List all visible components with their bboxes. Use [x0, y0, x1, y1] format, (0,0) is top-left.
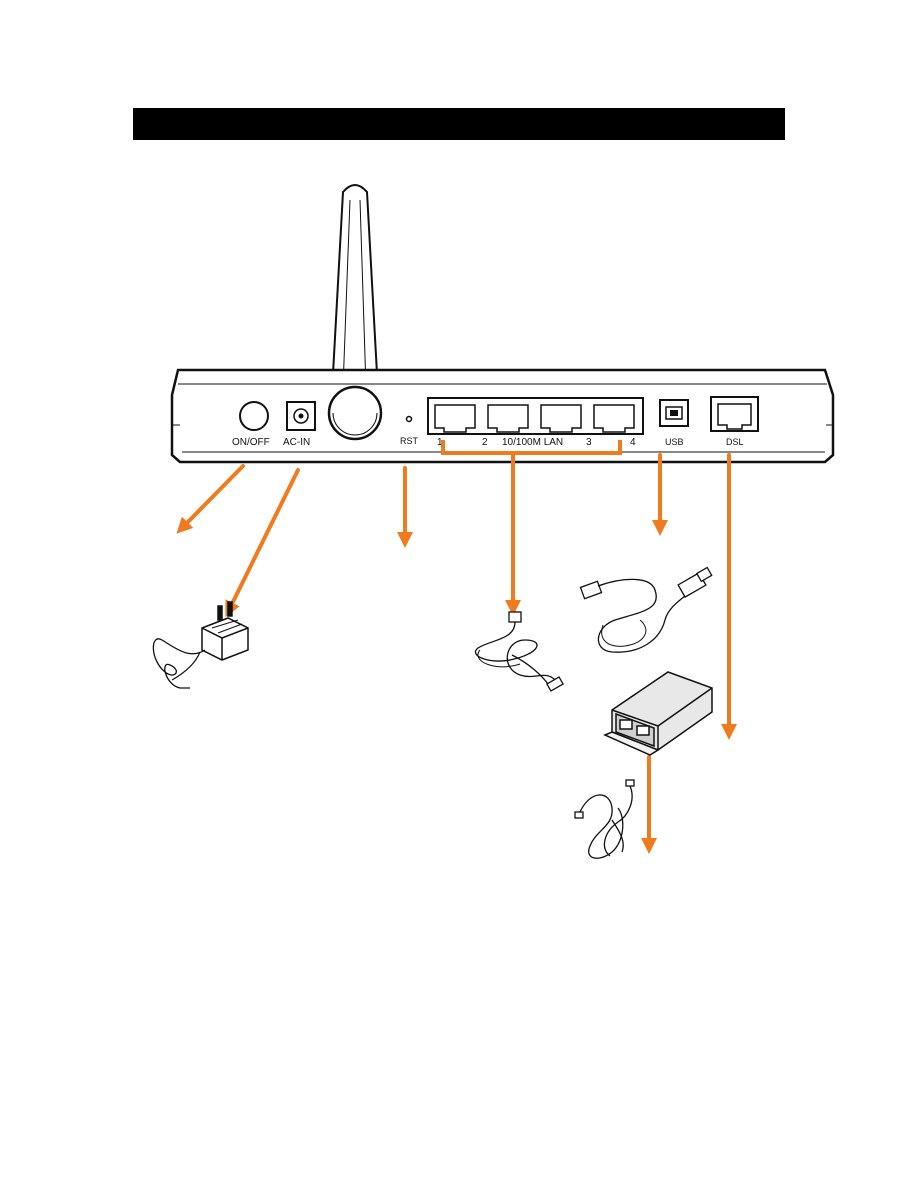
reset-button[interactable]: [407, 417, 412, 422]
label-usb: USB: [665, 437, 684, 447]
label-dsl: DSL: [726, 437, 744, 447]
label-rst: RST: [400, 436, 419, 446]
label-on-off: ON/OFF: [232, 437, 270, 448]
lan-port-2[interactable]: [488, 405, 528, 432]
label-lan-group: 10/100M LAN: [502, 437, 563, 448]
antenna-icon: [332, 185, 378, 392]
ac-in-jack[interactable]: [287, 402, 315, 430]
dsl-splitter-icon: [605, 672, 712, 755]
power-adapter-icon: [153, 602, 248, 688]
lan-port-4[interactable]: [594, 405, 634, 432]
lan-port-1[interactable]: [435, 405, 475, 432]
label-lan-3: 3: [586, 437, 592, 448]
power-button[interactable]: [240, 402, 268, 430]
arrow-ac-in: [229, 470, 298, 610]
label-lan-2: 2: [482, 437, 488, 448]
lan-ports: [428, 398, 643, 434]
usb-port[interactable]: [660, 400, 688, 426]
dsl-port[interactable]: [711, 397, 758, 431]
phone-cable-icon: [575, 780, 634, 858]
ethernet-cable-icon: [476, 612, 564, 691]
lan-port-3[interactable]: [541, 405, 581, 432]
arrow-on-off: [182, 466, 243, 528]
antenna-base: [329, 387, 381, 439]
usb-cable-icon: [580, 568, 711, 653]
label-lan-4: 4: [630, 437, 636, 448]
label-ac-in: AC-IN: [283, 437, 310, 448]
